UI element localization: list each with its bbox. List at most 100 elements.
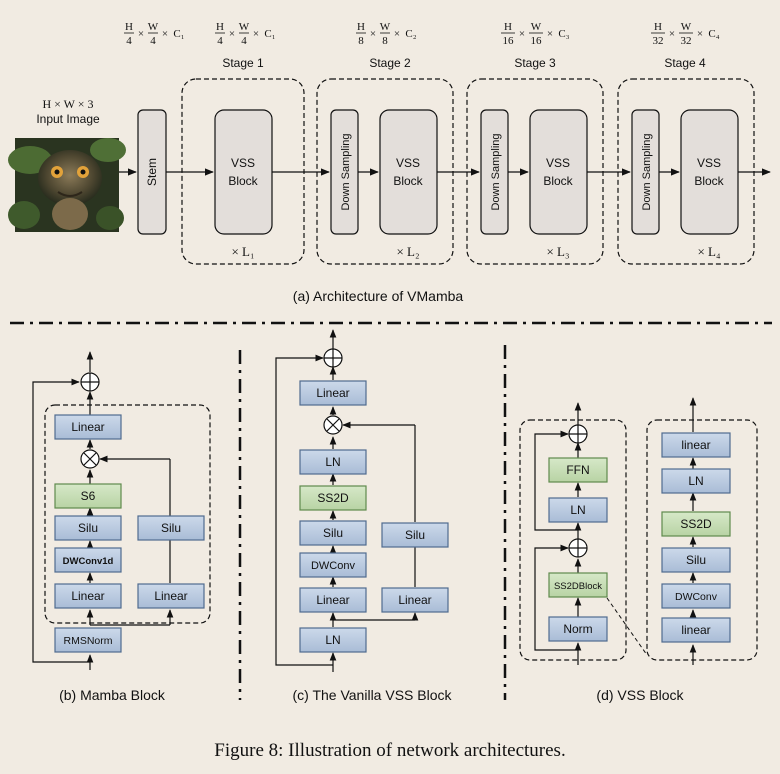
svg-text:×: ×: [394, 28, 400, 40]
linear-left-block: Linear: [71, 589, 104, 603]
svg-text:×: ×: [370, 28, 376, 40]
stage-dims-3-num: H: [504, 21, 512, 33]
stage-dims-2-den2: 8: [382, 35, 388, 47]
svg-text:×: ×: [519, 28, 525, 40]
vss-block-stage-3: [529, 109, 588, 235]
stage-dims-4-num2: W: [681, 21, 692, 33]
detail-ln: LN: [688, 474, 703, 488]
stage-dims-2-den: 8: [358, 35, 364, 47]
stage-dims-3-num2: W: [531, 21, 542, 33]
dims-stage-1: H 4 × W 4 × C₁: [215, 21, 276, 47]
input-label: Input Image: [36, 112, 100, 126]
caption-a: (a) Architecture of VMamba: [293, 288, 464, 304]
stage-dims-2-num2: W: [380, 21, 391, 33]
stage-dims-1-channel: C₁: [264, 28, 275, 40]
repeat-stage-1: × L₁: [231, 244, 254, 259]
stage-dims-3-den: 16: [503, 35, 515, 47]
stage-dims-1-num2: W: [239, 21, 250, 33]
stage-dims-0-num: H: [125, 21, 133, 33]
figure-caption: Figure 8: Illustration of network archit…: [214, 740, 566, 761]
svg-text:×: ×: [162, 28, 168, 40]
stage-dims-4-num: H: [654, 21, 662, 33]
labels-vss: VSS: [546, 156, 570, 170]
vss-ln-block: LN: [570, 503, 585, 517]
stem-label: Stem: [145, 158, 159, 186]
vanilla-ln-top: LN: [325, 455, 340, 469]
labels-vss: VSS: [697, 156, 721, 170]
input-dims: H × W × 3: [42, 97, 93, 111]
caption-c: (c) The Vanilla VSS Block: [293, 687, 453, 703]
labels-block: Block: [228, 174, 258, 188]
stage-dims-0-den: 4: [126, 35, 132, 47]
stage-dims-4-den: 32: [653, 35, 664, 47]
repeat-stage-4: × L₄: [697, 244, 721, 259]
vss-ffn-block: FFN: [566, 463, 589, 477]
input-image: [8, 138, 126, 232]
labels-block: Block: [543, 174, 573, 188]
labels-block: Block: [694, 174, 724, 188]
dwconv1d-block: DWConv1d: [63, 556, 114, 567]
svg-text:×: ×: [253, 28, 259, 40]
stage-dims-1-num: H: [216, 21, 224, 33]
stage-dims-0-channel: C₁: [173, 28, 184, 40]
vss-block-diagram: Norm SS2DBlock LN FFN linear DWConv Silu…: [519, 397, 758, 703]
dims-stage-4: H 32 × W 32 × C₄: [651, 21, 720, 47]
vanilla-ss2d: SS2D: [317, 491, 349, 505]
dims-stage-2: H 8 × W 8 × C₂: [356, 21, 417, 47]
repeat-stage-3: × L₃: [546, 244, 569, 259]
caption-b: (b) Mamba Block: [59, 687, 166, 703]
stage-dims-4-den2: 32: [681, 35, 692, 47]
stage-dims-0-num2: W: [148, 21, 159, 33]
stage-dims-1-den2: 4: [241, 35, 247, 47]
s6-block: S6: [81, 489, 96, 503]
vss-block-stage-1: [214, 109, 273, 235]
detail-dwconv: DWConv: [675, 591, 718, 603]
rmsnorm-block: RMSNorm: [64, 635, 113, 647]
caption-d: (d) VSS Block: [596, 687, 684, 703]
stage-dims-2-num: H: [357, 21, 365, 33]
svg-text:×: ×: [229, 28, 235, 40]
vss-block-stage-2: [379, 109, 438, 235]
vanilla-linear-top: Linear: [316, 386, 349, 400]
silu-left-block: Silu: [78, 521, 98, 535]
repeat-stage-2: × L₂: [396, 244, 419, 259]
vanilla-linear-right: Linear: [398, 593, 431, 607]
stage-1-title: Stage 1: [222, 56, 264, 70]
svg-text:×: ×: [669, 28, 675, 40]
svg-text:×: ×: [547, 28, 553, 40]
mamba-block-diagram: RMSNorm Linear Linear DWConv1d Silu Silu…: [32, 351, 211, 703]
vanilla-dwconv: DWConv: [311, 560, 356, 572]
stage-dims-3-den2: 16: [531, 35, 543, 47]
stage-dims-2-channel: C₂: [405, 28, 416, 40]
stage-dims-0-den2: 4: [150, 35, 156, 47]
vss-norm-block: Norm: [563, 622, 592, 636]
detail-linear-bottom: linear: [681, 623, 710, 637]
stage-2-title: Stage 2: [369, 56, 411, 70]
labels-block: Block: [393, 174, 423, 188]
linear-right-block: Linear: [154, 589, 187, 603]
labels-vss: VSS: [396, 156, 420, 170]
labels-down-sampling: Down Sampling: [490, 133, 502, 210]
stage-dims-4-channel: C₄: [708, 28, 719, 40]
vss-ss2dblock: SS2DBlock: [554, 581, 602, 592]
labels-down-sampling: Down Sampling: [641, 133, 653, 210]
labels-down-sampling: Down Sampling: [340, 133, 352, 210]
stage-dims-3-channel: C₃: [558, 28, 569, 40]
vss-block-stage-4: [680, 109, 739, 235]
detail-linear-top: linear: [681, 438, 710, 452]
detail-silu: Silu: [686, 553, 706, 567]
vanilla-silu-right: Silu: [405, 528, 425, 542]
svg-text:×: ×: [697, 28, 703, 40]
stage-3-title: Stage 3: [514, 56, 556, 70]
silu-right-block: Silu: [161, 521, 181, 535]
vanilla-silu-left: Silu: [323, 526, 343, 540]
svg-text:×: ×: [138, 28, 144, 40]
vanilla-linear-left: Linear: [316, 593, 349, 607]
linear-top-block: Linear: [71, 420, 104, 434]
detail-ss2d: SS2D: [680, 517, 712, 531]
vanilla-vss-diagram: LN Linear Linear DWConv Silu Silu SS2D L…: [275, 329, 453, 703]
dims-after-stem: H 4 × W 4 × C₁: [124, 21, 185, 47]
dims-stage-3: H 16 × W 16 × C₃: [501, 21, 570, 47]
labels-vss: VSS: [231, 156, 255, 170]
